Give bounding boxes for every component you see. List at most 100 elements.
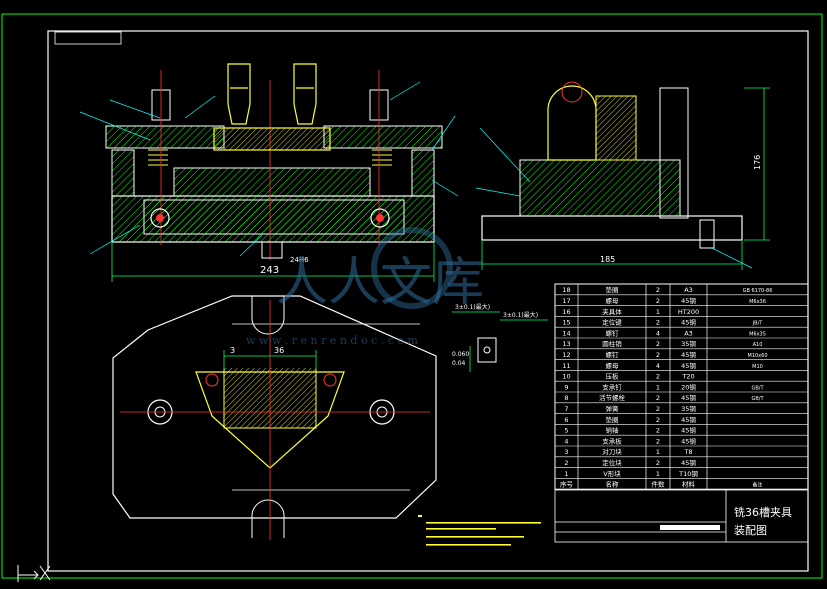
bom-cell: GB/T <box>751 385 764 391</box>
bom-cell: T8 <box>683 448 692 456</box>
bom-cell: 2 <box>564 459 568 467</box>
title-corner-box <box>54 31 122 45</box>
bom-cell: JB/T <box>752 321 764 327</box>
bom-cell: 2 <box>656 416 660 424</box>
bom-cell: 活节螺栓 <box>599 393 626 402</box>
ucs-icon <box>17 565 51 582</box>
bom-cell: 6 <box>564 416 568 424</box>
bom-cell: 4 <box>656 329 660 337</box>
bom-cell: 支承钉 <box>602 382 622 391</box>
bom-cell: 螺母 <box>606 361 620 370</box>
bom-cell: 垫圈 <box>606 285 619 294</box>
bom-cell: 35钢 <box>681 405 696 413</box>
bom-cell: 4 <box>656 362 660 370</box>
bom-cell: 1 <box>656 470 660 478</box>
technical-notes <box>418 515 541 546</box>
bom-cell: 45钢 <box>681 362 696 370</box>
bom-cell: 2 <box>656 319 660 327</box>
bom-cell: M10x60 <box>748 353 768 359</box>
dim-offset-36: 36 <box>274 346 284 355</box>
bom-cell: 1 <box>656 383 660 391</box>
gdt-note-2: 3±0.1(最大) <box>503 311 538 319</box>
bom-cell: 1 <box>656 308 660 316</box>
dim-fit-note: 24H6 <box>290 256 309 264</box>
bom-cell: 15 <box>562 319 570 327</box>
title-block <box>554 489 809 543</box>
workpiece-front <box>213 63 331 151</box>
watermark-logo-icon <box>371 227 453 309</box>
gdt-note-1: 3±0.1(最大) <box>455 303 490 311</box>
bom-cell: 圆柱销 <box>602 339 622 348</box>
bom-cell: 2 <box>656 297 660 305</box>
bom-cell: 2 <box>656 286 660 294</box>
bom-cell: A10 <box>753 342 763 348</box>
bom-cell: T10钢 <box>678 470 698 478</box>
clamp-plate-right <box>323 125 443 149</box>
bom-cell: 弹簧 <box>606 404 620 413</box>
bom-cell: 9 <box>564 383 568 391</box>
bom-cell: 2 <box>656 394 660 402</box>
bom-cell: GB/T <box>751 396 764 402</box>
bom-cell: 销轴 <box>606 426 620 435</box>
bom-cell: 对刀块 <box>602 447 622 456</box>
dim-side-height: 176 <box>753 155 762 170</box>
bom-cell: 2 <box>656 405 660 413</box>
bom-cell: 2 <box>656 437 660 445</box>
bom-cell: 8 <box>564 394 568 402</box>
bom-cell: 垫圈 <box>606 415 619 424</box>
bom-cell: 45钢 <box>681 351 696 359</box>
bom-cell: 3 <box>564 448 568 456</box>
tol-a: 0.060 <box>452 351 469 358</box>
top-view: 3 36 <box>112 295 437 540</box>
bom-cell: V形块 <box>603 469 621 478</box>
bom-cell: 4 <box>564 437 568 445</box>
bom-cell: GB 6170-86 <box>743 288 773 294</box>
bom-cell: 5 <box>564 427 568 435</box>
bom-cell: 定位键 <box>602 318 622 327</box>
bom-header-cell: 序号 <box>560 480 574 489</box>
bom-cell: 螺钉 <box>606 328 620 337</box>
bom-cell: 12 <box>562 351 570 359</box>
dim-offset-3: 3 <box>230 346 235 355</box>
bom-cell: 螺钉 <box>606 350 620 359</box>
bom-cell: 45钢 <box>681 319 696 327</box>
front-view: 243 24H6 <box>79 63 459 282</box>
bom-cell: 45钢 <box>681 297 696 305</box>
bom-cell: 定位块 <box>602 458 622 467</box>
workpiece-side <box>547 85 597 161</box>
bom-cell: 45钢 <box>681 459 696 467</box>
bom-cell: 17 <box>562 297 570 305</box>
bom-cell: 螺母 <box>606 296 620 305</box>
drawing-type: 装配图 <box>734 524 767 537</box>
bom-cell: 2 <box>656 351 660 359</box>
bom-cell: 2 <box>656 459 660 467</box>
bom-cell: 1 <box>564 470 568 478</box>
bom-cell: 35钢 <box>681 340 696 348</box>
bom-header-cell: 材料 <box>682 480 696 489</box>
bom-cell: 支承板 <box>602 436 622 445</box>
bom-cell: M6x36 <box>749 299 766 305</box>
bom-cell: 夹具体 <box>602 307 622 316</box>
dim-main-width: 243 <box>260 265 279 276</box>
tol-b: 0.04 <box>452 360 466 367</box>
bom-cell: T20 <box>681 373 694 381</box>
side-view: 185 176 <box>475 81 770 270</box>
bom-header-cell: 件数 <box>652 480 666 489</box>
bom-cell: 45钢 <box>681 427 696 435</box>
bom-cell: 2 <box>656 427 660 435</box>
bom-cell: 10 <box>562 373 570 381</box>
bom-cell: 14 <box>562 329 570 337</box>
bom-cell: 16 <box>562 308 570 316</box>
bom-header-cell: 名称 <box>606 480 620 489</box>
outer-frame <box>1 13 823 579</box>
bom-cell: 1 <box>656 448 660 456</box>
title-block-tick-row <box>660 525 720 530</box>
bom-cell: 45钢 <box>681 437 696 445</box>
bom-cell: 45钢 <box>681 394 696 402</box>
bom-cell: A3 <box>684 329 693 337</box>
bom-cell: 2 <box>656 373 660 381</box>
bom-cell: 7 <box>564 405 568 413</box>
bom-cell: 13 <box>562 340 570 348</box>
